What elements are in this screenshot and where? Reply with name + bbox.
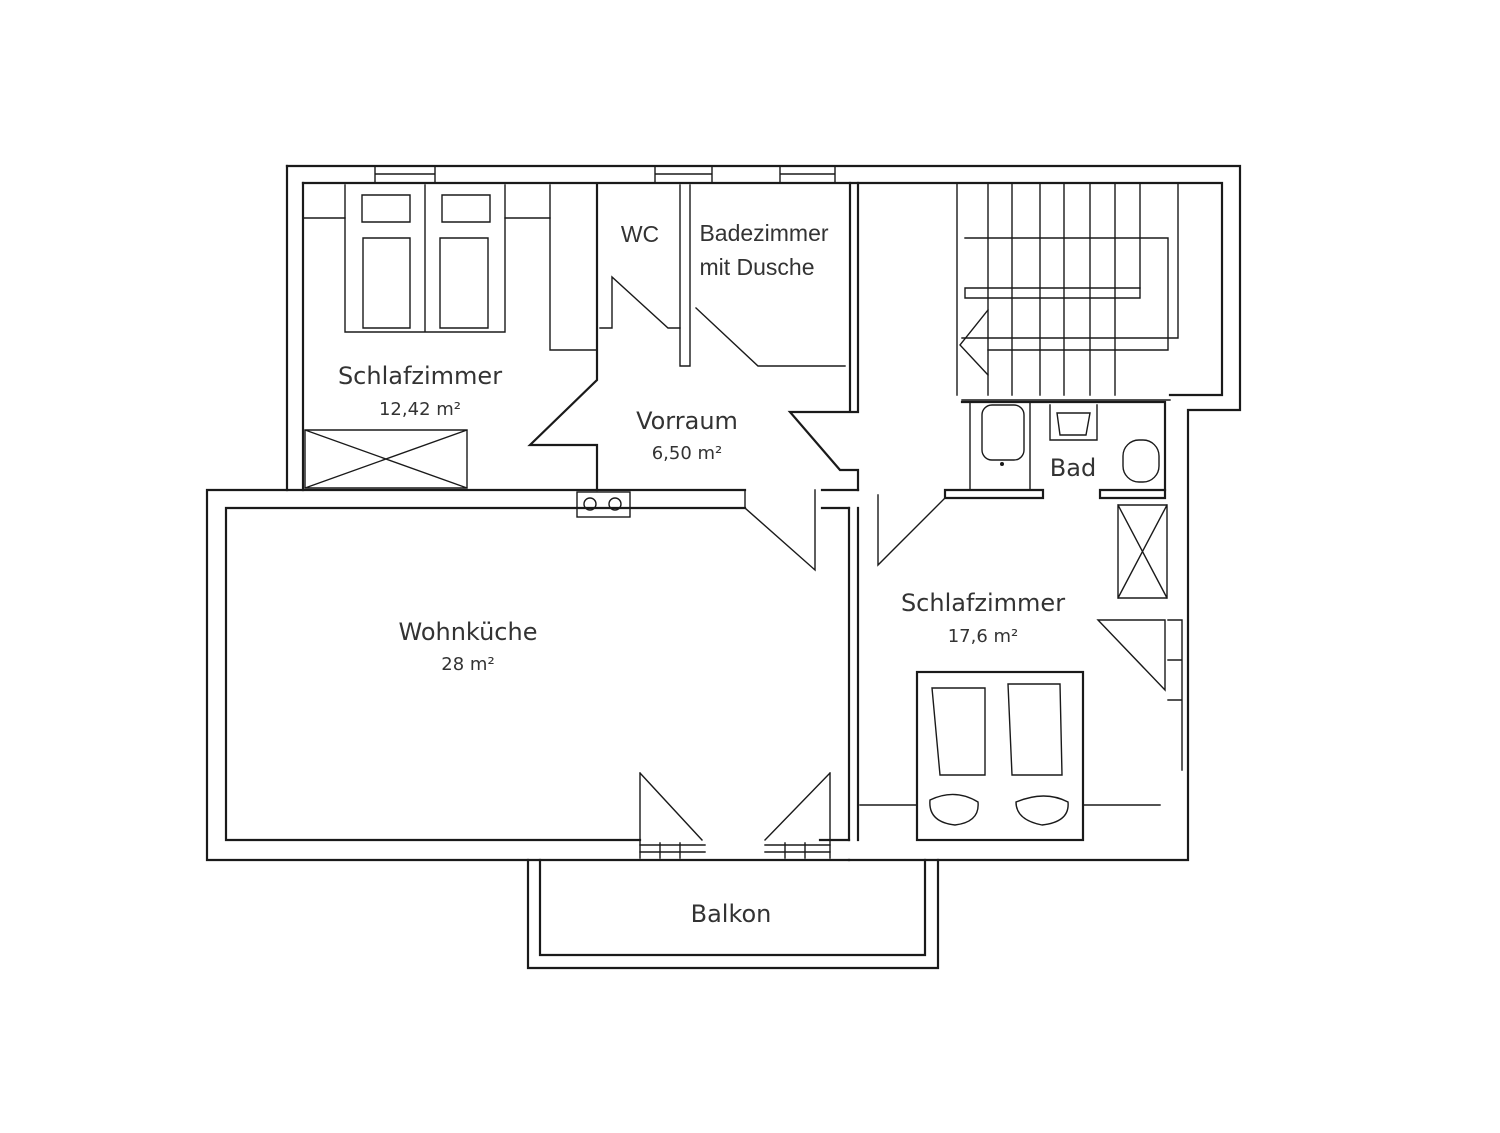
room-name-bedroom-left: Schlafzimmer (338, 362, 502, 390)
room-name-bath: Bad (1050, 454, 1096, 482)
room-area-bedroom-left: 12,42 m² (379, 399, 461, 420)
room-name-bathroom-line1: Badezimmer (699, 220, 828, 246)
room-name-kitchen-living: Wohnküche (399, 618, 538, 646)
walls (205, 164, 1242, 970)
room-labels: Schlafzimmer 12,42 m² WC Badezimmer mit … (338, 220, 1096, 928)
room-area-hallway: 6,50 m² (652, 443, 723, 464)
room-name-balcony: Balkon (691, 900, 772, 928)
room-area-kitchen-living: 28 m² (441, 654, 494, 675)
room-area-bedroom-right: 17,6 m² (948, 626, 1019, 647)
room-name-bedroom-right: Schlafzimmer (901, 589, 1065, 617)
room-name-bathroom-line2: mit Dusche (699, 254, 814, 280)
room-name-hallway: Vorraum (636, 407, 738, 435)
room-name-wc: WC (621, 221, 659, 247)
